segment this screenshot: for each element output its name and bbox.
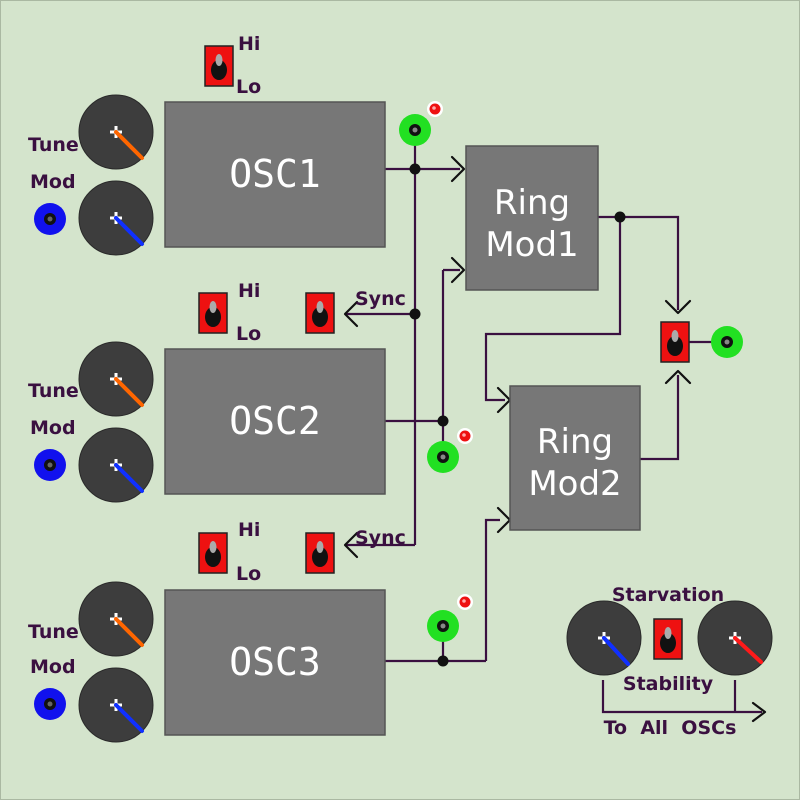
osc3-range-switch[interactable] — [198, 532, 228, 574]
junction-dot — [614, 211, 626, 223]
osc2-output-jack[interactable] — [427, 441, 459, 473]
osc3-tune-knob[interactable] — [77, 580, 155, 658]
osc3-output-jack[interactable] — [427, 610, 459, 642]
osc1-mod-label: Mod — [30, 171, 76, 193]
osc1-module — [164, 101, 386, 248]
ringmod-select-switch[interactable] — [660, 321, 690, 363]
osc2-mod-label: Mod — [30, 417, 76, 439]
ringmod-output-jack[interactable] — [711, 326, 743, 358]
osc2-mod-knob[interactable] — [77, 426, 155, 504]
ringmod2-section: Ring Mod2 — [509, 385, 641, 531]
osc3-section: Hi Lo Sync Tune Mod OSC3 — [28, 519, 473, 744]
osc3-lo-label: Lo — [236, 563, 261, 585]
osc3-sync-switch[interactable] — [305, 532, 335, 574]
osc3-hi-label: Hi — [238, 519, 260, 541]
osc3-mod-knob[interactable] — [77, 666, 155, 744]
global-switch[interactable] — [653, 618, 683, 660]
osc1-led — [427, 101, 443, 117]
osc2-hi-label: Hi — [238, 280, 260, 302]
ringmod2-title-line2: Mod2 — [528, 464, 621, 504]
osc3-mod-label: Mod — [30, 656, 76, 678]
osc2-mod-input-jack[interactable] — [34, 449, 66, 481]
osc3-module — [164, 589, 386, 736]
arrow-right-icon — [450, 256, 466, 284]
osc1-output-jack[interactable] — [399, 114, 431, 146]
osc2-lo-label: Lo — [236, 323, 261, 345]
osc3-title: OSC3 — [229, 640, 321, 684]
wire-junctions — [409, 163, 626, 667]
ringmod1-title-line2: Mod1 — [485, 225, 578, 265]
osc1-section: Hi Lo Tune Mod OSC1 — [28, 33, 443, 257]
knob-pointer — [114, 463, 144, 493]
knob-pointer — [114, 617, 144, 647]
arrow-left-icon — [343, 531, 359, 559]
knob-pointer — [602, 636, 630, 666]
arrow-right-icon — [450, 155, 466, 183]
osc2-tune-knob[interactable] — [77, 340, 155, 418]
osc3-mod-input-jack[interactable] — [34, 688, 66, 720]
osc1-mod-knob[interactable] — [77, 179, 155, 257]
knob-pointer — [114, 216, 144, 246]
ringmod1-module — [465, 145, 599, 291]
osc2-sync-label: Sync — [355, 288, 406, 310]
stability-knob[interactable] — [696, 599, 774, 677]
arrow-right-icon — [751, 701, 767, 723]
osc2-title: OSC2 — [229, 399, 321, 443]
osc1-lo-label: Lo — [236, 76, 261, 98]
osc2-led — [457, 428, 473, 444]
junction-dot — [409, 163, 421, 175]
ringmod2-title-line1: Ring — [537, 422, 613, 462]
knob-pointer — [114, 703, 144, 733]
osc3-led — [457, 594, 473, 610]
knob-pointer — [114, 377, 144, 407]
osc1-title: OSC1 — [229, 152, 321, 196]
starvation-label: Starvation — [612, 584, 724, 606]
stability-label: Stability — [623, 673, 714, 695]
junction-dot — [437, 655, 449, 667]
global-section: Starvation Stability To All OSCs — [565, 584, 774, 739]
arrow-up-icon — [664, 369, 692, 385]
osc1-tune-knob[interactable] — [77, 93, 155, 171]
junction-dot — [437, 415, 449, 427]
patch-wires — [345, 130, 762, 714]
osc1-mod-input-jack[interactable] — [34, 203, 66, 235]
osc3-tune-label: Tune — [28, 621, 79, 643]
ringmod1-title-line1: Ring — [494, 183, 570, 223]
knob-pointer — [733, 636, 763, 664]
osc1-range-switch[interactable] — [204, 45, 234, 87]
to-all-oscs-label: To All OSCs — [604, 717, 737, 739]
osc2-tune-label: Tune — [28, 380, 79, 402]
osc3-sync-label: Sync — [355, 527, 406, 549]
junction-dot — [409, 308, 421, 320]
knob-pointer — [114, 130, 144, 160]
arrow-down-icon — [664, 299, 692, 315]
ringmod2-module — [509, 385, 641, 531]
arrow-left-icon — [343, 300, 359, 328]
osc1-tune-label: Tune — [28, 134, 79, 156]
starvation-knob[interactable] — [565, 599, 643, 677]
osc1-hi-label: Hi — [238, 33, 260, 55]
osc2-module — [164, 348, 386, 495]
osc2-range-switch[interactable] — [198, 292, 228, 334]
osc2-sync-switch[interactable] — [305, 292, 335, 334]
osc2-section: Hi Lo Sync Tune Mod OSC2 — [28, 280, 473, 504]
ringmod1-section: Ring Mod1 — [465, 145, 599, 291]
